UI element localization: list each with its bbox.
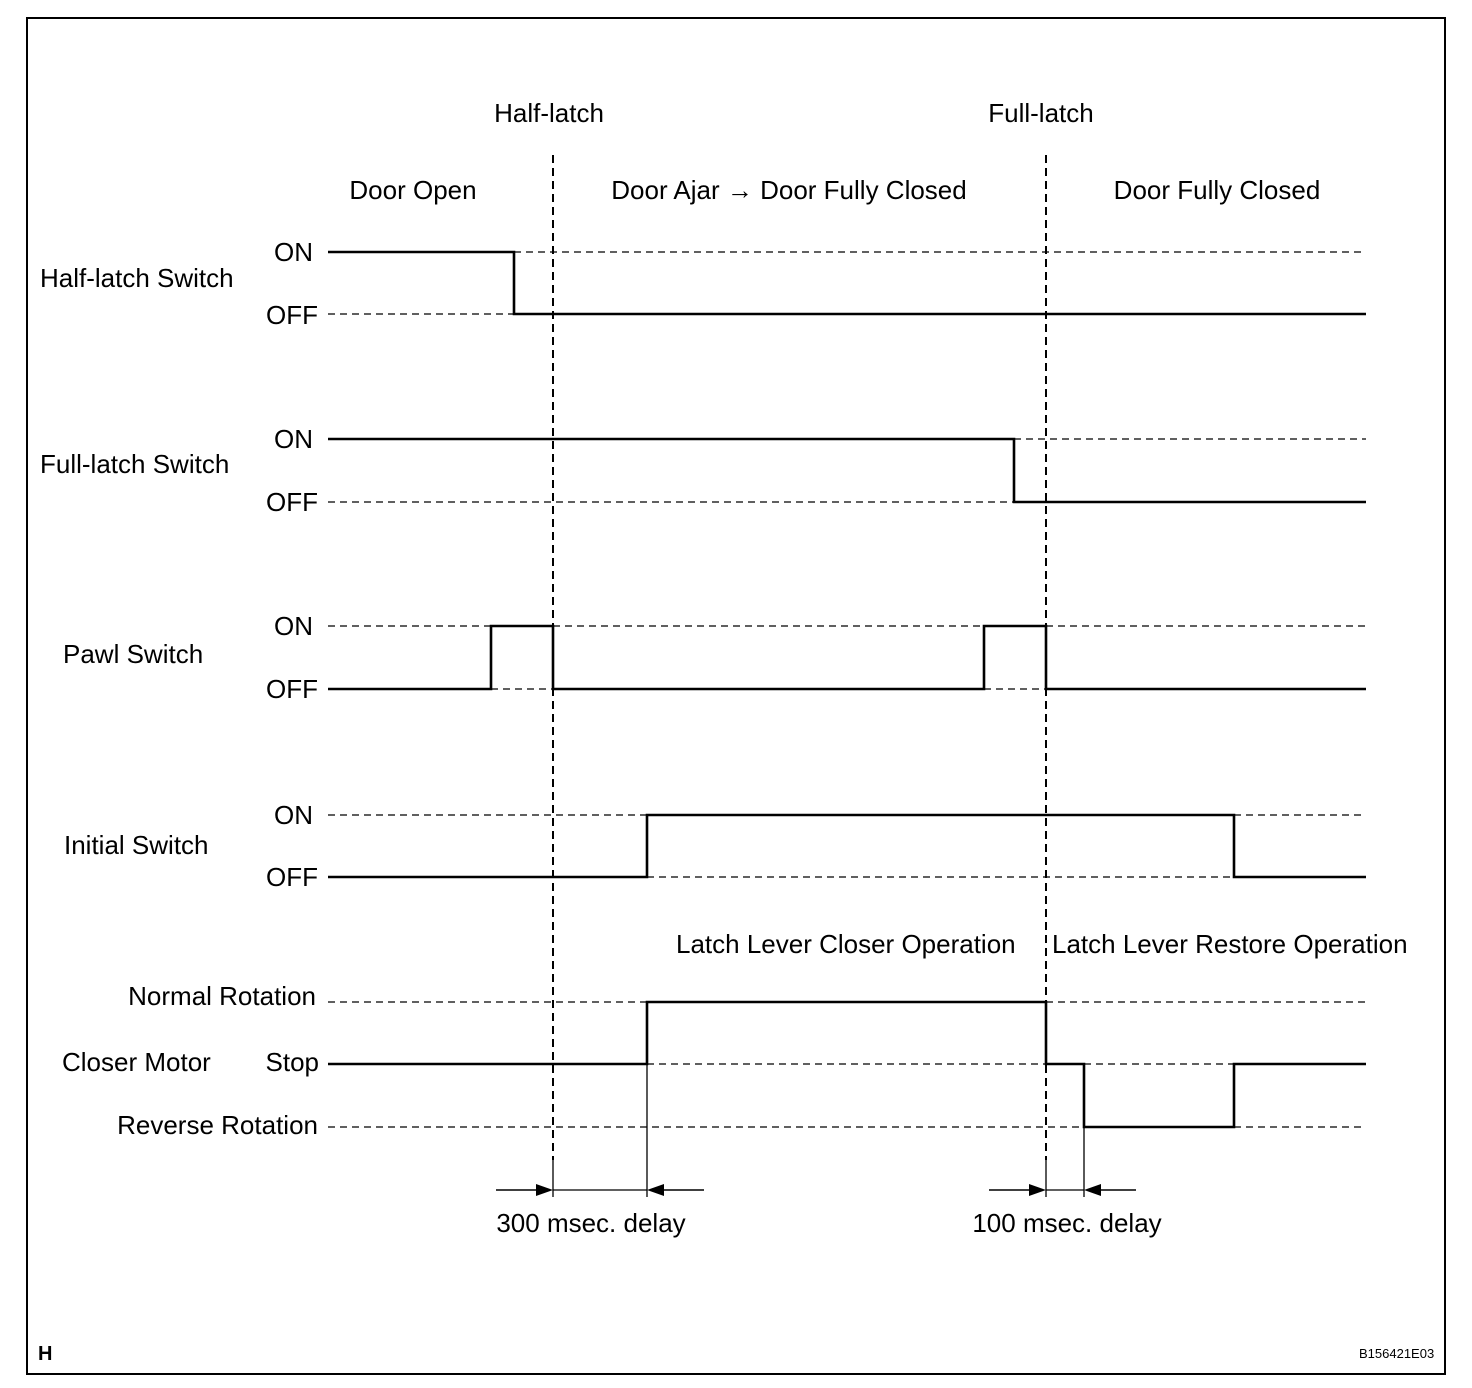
full-latch-switch-label: Full-latch Switch (40, 449, 230, 479)
initial-switch-wave (328, 813, 1366, 879)
pawl-switch-label: Pawl Switch (63, 639, 204, 669)
reference-lines (328, 251, 1366, 1128)
figure-code: B156421E03 (1359, 1346, 1435, 1361)
initial-switch-label: Initial Switch (64, 830, 209, 860)
reverse-rotation-label: Reverse Rotation (117, 1110, 318, 1140)
closer-operation-label: Latch Lever Closer Operation (676, 929, 1016, 959)
pawl-off-label: OFF (266, 674, 318, 704)
delay-100-label: 100 msec. delay (972, 1208, 1162, 1238)
half-latch-switch-wave (328, 250, 1366, 316)
pawl-on-label: ON (274, 611, 313, 641)
phase-door-open: Door Open (349, 175, 477, 205)
delay-indicators (496, 1064, 1136, 1197)
initial-off-label: OFF (266, 862, 318, 892)
event-markers (552, 155, 1047, 1160)
delay-100-arrow-left-head (1029, 1184, 1046, 1196)
delay-100-arrow-right-head (1084, 1184, 1101, 1196)
half-latch-header: Half-latch (494, 98, 604, 128)
full-latch-off-label: OFF (266, 487, 318, 517)
phase-door-ajar: Door Ajar → Door Fully Closed (611, 175, 967, 205)
stop-label: Stop (265, 1047, 320, 1077)
phase-door-fully-closed: Door Fully Closed (1113, 175, 1321, 205)
full-latch-on-label: ON (274, 424, 313, 454)
delay-300-label: 300 msec. delay (496, 1208, 686, 1238)
half-latch-switch-label: Half-latch Switch (40, 263, 234, 293)
diagram-frame (26, 17, 1446, 1375)
half-latch-off-label: OFF (266, 300, 318, 330)
delay-300-arrow-left-head (536, 1184, 553, 1196)
delay-300-arrow-right-head (647, 1184, 664, 1196)
pawl-switch-wave (328, 624, 1366, 691)
normal-rotation-label: Normal Rotation (128, 981, 316, 1011)
closer-motor-label: Closer Motor (62, 1047, 211, 1077)
half-latch-on-label: ON (274, 237, 313, 267)
full-latch-switch-wave (328, 437, 1366, 504)
waveforms (328, 250, 1366, 1129)
corner-mark: H (38, 1343, 53, 1365)
closer-motor-wave (328, 1000, 1366, 1129)
full-latch-header: Full-latch (988, 98, 1094, 128)
initial-on-label: ON (274, 800, 313, 830)
restore-operation-label: Latch Lever Restore Operation (1052, 929, 1408, 959)
